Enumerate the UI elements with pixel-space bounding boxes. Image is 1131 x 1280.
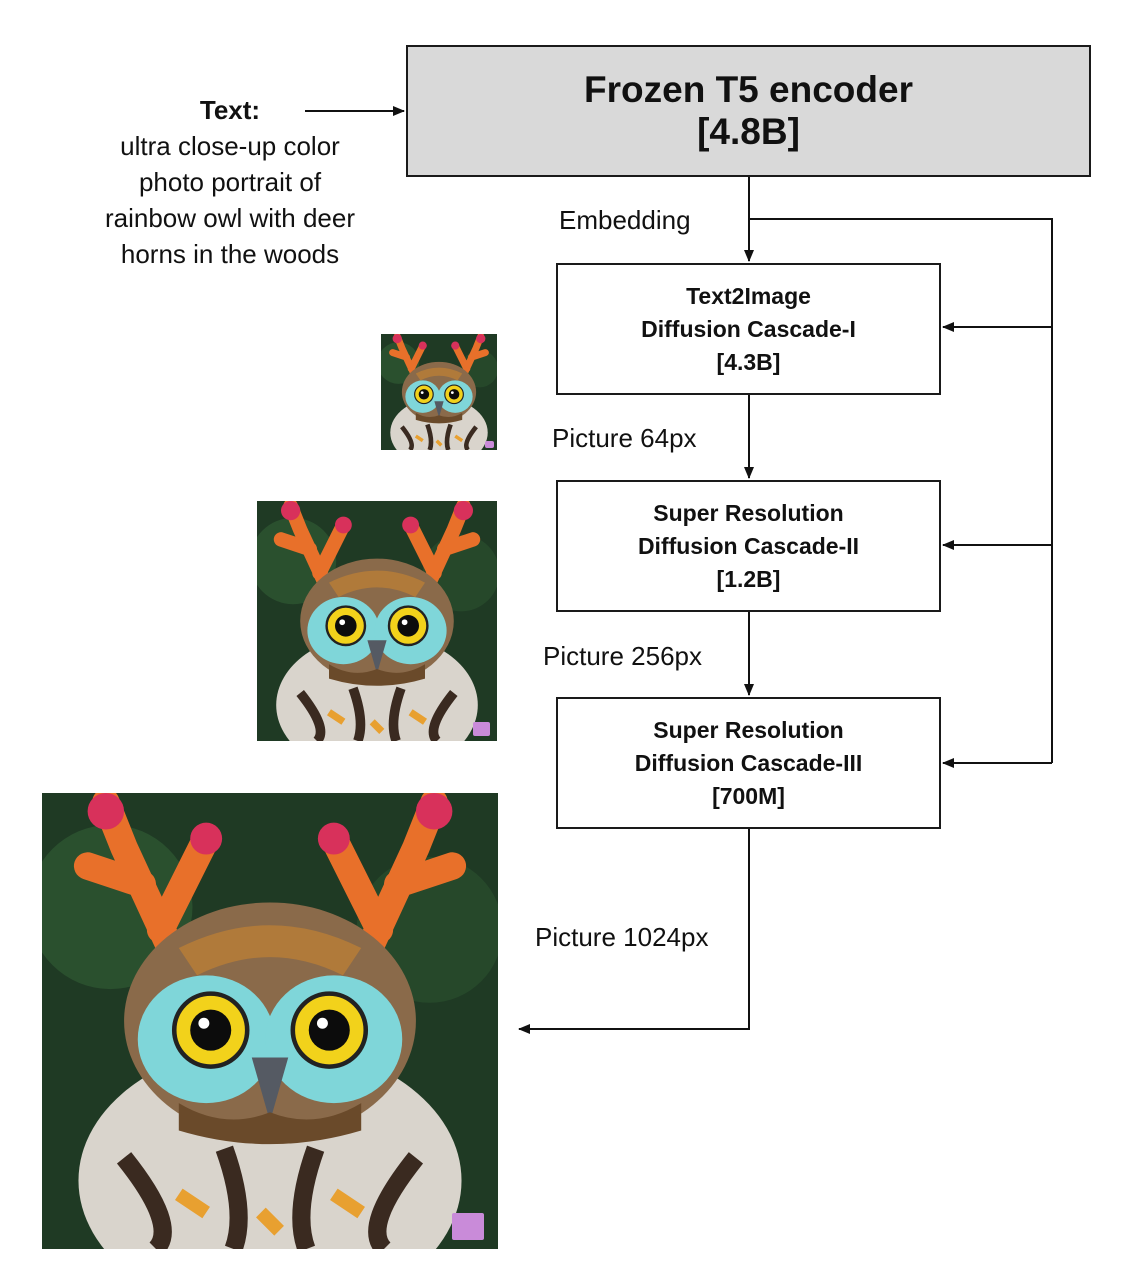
stage-cascade-1-box: Text2Image Diffusion Cascade-I [4.3B]	[556, 263, 941, 395]
prompt-line: horns in the woods	[120, 239, 340, 269]
t5-encoder-box: Frozen T5 encoder [4.8B]	[406, 45, 1091, 177]
prompt-line: rainbow owl with deer	[104, 203, 355, 233]
stage-line2: Diffusion Cascade-II	[637, 532, 860, 559]
prompt-heading: Text:	[199, 95, 261, 125]
stage-params: [4.3B]	[716, 348, 781, 375]
owl-icon	[257, 501, 497, 741]
label-embedding: Embedding	[559, 205, 691, 235]
stage-line2: Diffusion Cascade-III	[634, 749, 863, 776]
text-prompt: Text: ultra close-up color photo portrai…	[70, 92, 390, 272]
stage-line2: Diffusion Cascade-I	[641, 315, 856, 342]
watermark-badge	[473, 721, 490, 737]
owl-icon	[381, 334, 497, 450]
embedding-bus	[749, 218, 1053, 763]
label-picture-64px: Picture 64px	[552, 423, 697, 453]
arrow-stage3-to-output	[518, 829, 750, 1034]
encoder-title: Frozen T5 encoder	[584, 69, 913, 110]
stage-cascade-3-box: Super Resolution Diffusion Cascade-III […	[556, 697, 941, 829]
owl-image-256px	[257, 501, 497, 741]
label-picture-256px: Picture 256px	[543, 641, 702, 671]
stage-line1: Super Resolution	[653, 499, 844, 526]
stage-params: [1.2B]	[716, 565, 781, 592]
watermark-badge	[485, 440, 494, 448]
stage-params: [700M]	[712, 782, 785, 809]
label-picture-1024px: Picture 1024px	[535, 922, 709, 952]
prompt-line: photo portrait of	[138, 167, 322, 197]
stage-line1: Super Resolution	[653, 716, 844, 743]
owl-icon	[42, 793, 498, 1249]
watermark-badge	[452, 1212, 485, 1240]
stage-line1: Text2Image	[686, 282, 811, 309]
stage-cascade-2-box: Super Resolution Diffusion Cascade-II [1…	[556, 480, 941, 612]
prompt-line: ultra close-up color	[120, 131, 340, 161]
owl-image-64px	[381, 334, 497, 450]
encoder-params: [4.8B]	[697, 111, 800, 152]
owl-image-1024px	[42, 793, 498, 1249]
